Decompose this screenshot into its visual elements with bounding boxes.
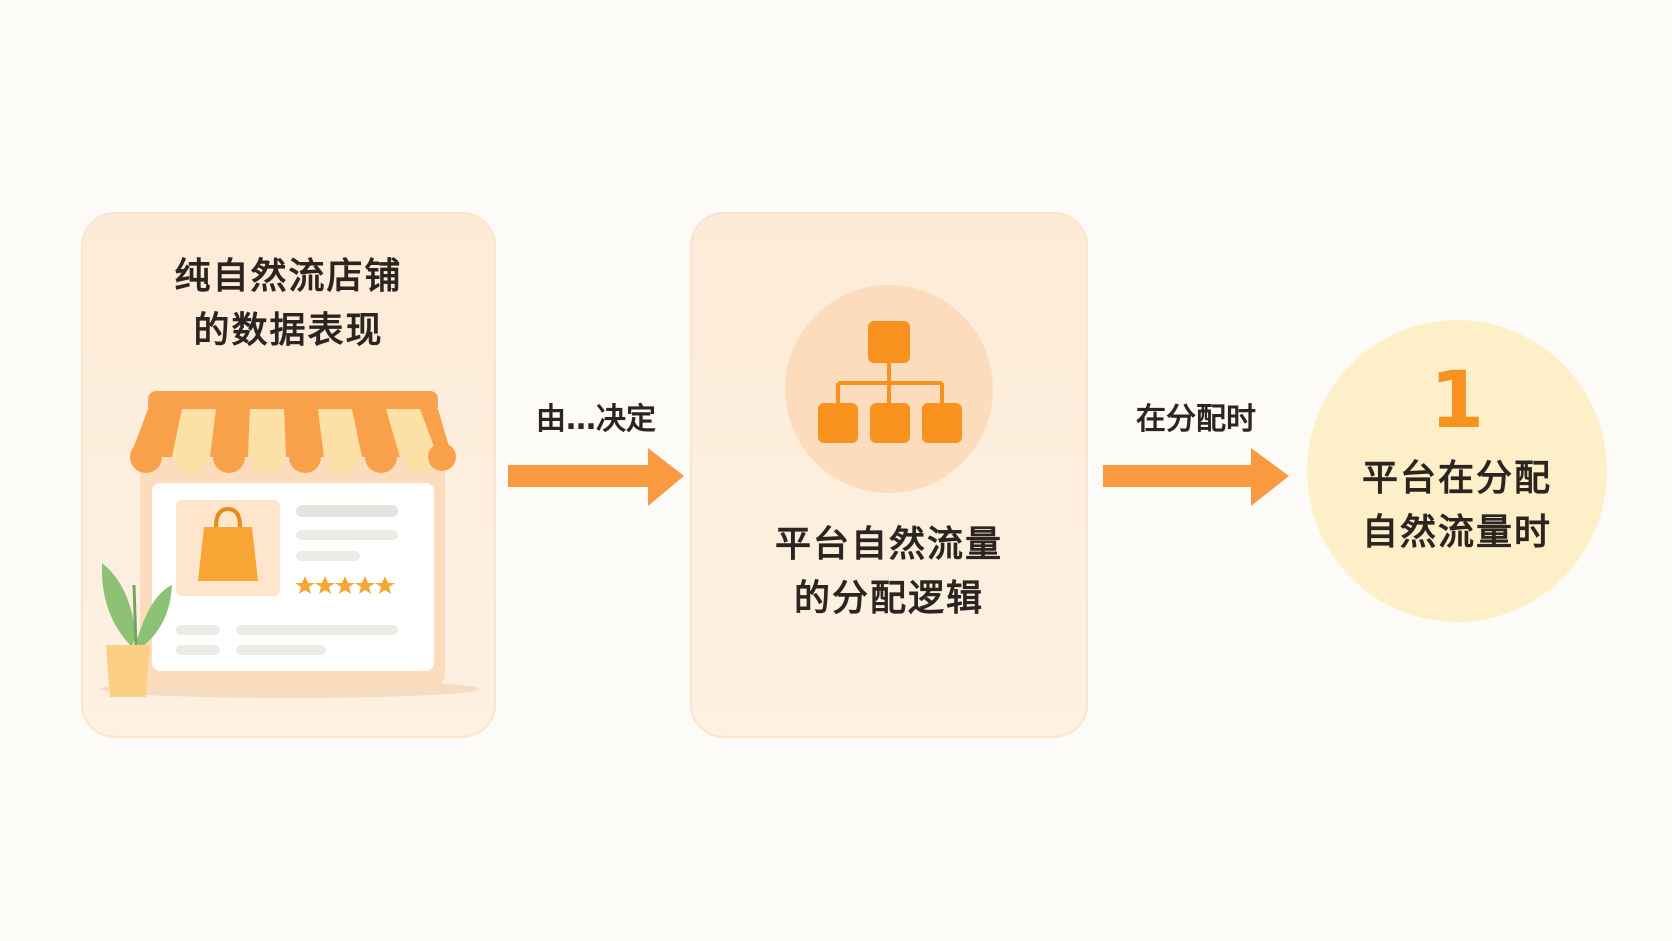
logic-title-line1: 平台自然流量	[774, 524, 1003, 565]
awning-bar	[148, 391, 438, 413]
text-line	[296, 530, 398, 540]
rating-stars	[295, 576, 395, 594]
logic-card-title: 平台自然流量 的分配逻辑	[690, 518, 1088, 626]
result-text: 平台在分配 自然流量时	[1307, 452, 1607, 560]
text-line	[296, 505, 398, 517]
store-title-line2: 的数据表现	[193, 310, 384, 351]
text-line	[236, 625, 398, 635]
arrow-1-label: 由…决定	[536, 402, 656, 437]
hierarchy-icon	[818, 321, 962, 443]
plant-icon	[101, 563, 172, 697]
arrow-right-icon	[508, 448, 684, 506]
step-number: 1	[1429, 356, 1485, 446]
storefront-icon	[100, 391, 480, 698]
text-line	[236, 645, 326, 655]
awning-scallops	[130, 441, 456, 473]
arrow-right-icon	[1103, 448, 1289, 506]
text-line	[296, 551, 360, 561]
text-line	[176, 645, 220, 655]
arrow-2-label: 在分配时	[1136, 402, 1256, 437]
store-card-title: 纯自然流店铺 的数据表现	[81, 250, 496, 358]
result-text-line2: 自然流量时	[1361, 512, 1552, 553]
logic-title-line2: 的分配逻辑	[793, 578, 984, 619]
result-text-line1: 平台在分配	[1361, 458, 1552, 499]
shopping-bag-icon	[198, 506, 258, 581]
store-title-line1: 纯自然流店铺	[174, 256, 403, 297]
text-line	[176, 625, 220, 635]
result-circle	[1307, 320, 1607, 622]
